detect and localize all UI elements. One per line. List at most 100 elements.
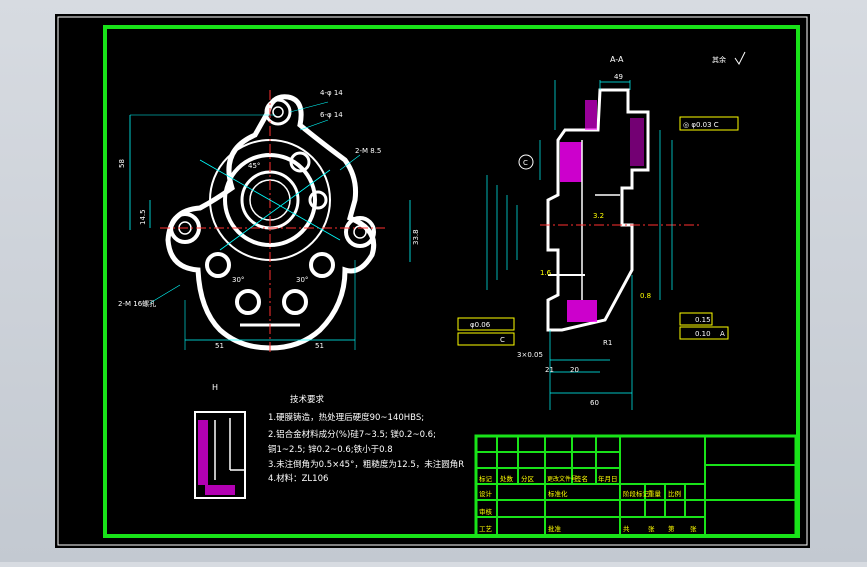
title-block-frame bbox=[474, 434, 798, 538]
tb-r1-c3: 分区 bbox=[521, 474, 535, 483]
runout-frame bbox=[679, 116, 739, 131]
top-view: 4-φ 14 6-φ 14 2-M 8.5 2-M 16螺孔 51 51 58 … bbox=[118, 89, 420, 355]
tech-title: 技术要求 bbox=[290, 394, 325, 405]
hole-lower-right bbox=[309, 252, 335, 278]
hole-mid-right bbox=[308, 190, 328, 210]
tb-r2-c1: 设计 bbox=[479, 489, 493, 498]
tb-r1-c6: 年月日 bbox=[598, 474, 618, 483]
leader-3 bbox=[339, 154, 361, 171]
label-thread: 2-M 16螺孔 bbox=[118, 299, 156, 308]
hole-lower-left bbox=[205, 252, 231, 278]
tb-r4-sheet-no-unit: 张 bbox=[690, 524, 697, 533]
callouts: ◎ φ0.03 C 0.15 0.10 A φ0.06 C 其余 bbox=[457, 51, 746, 346]
label-51b: 51 bbox=[315, 342, 324, 350]
sheet-border bbox=[57, 16, 808, 546]
label-16: 1.6 bbox=[540, 269, 552, 277]
hole-upper-right bbox=[289, 151, 311, 173]
roughness-symbol-icon bbox=[734, 51, 746, 65]
drawing-background bbox=[55, 14, 810, 548]
tb-r2-stage: 阶段标记 bbox=[623, 489, 650, 498]
boss-ring bbox=[223, 153, 317, 247]
title-block-grid bbox=[476, 436, 796, 536]
tech-line-3: 铜1~2.5; 锌0.2~0.6;铁小于0.8 bbox=[268, 444, 393, 455]
tb-r3-c1: 审核 bbox=[479, 507, 493, 516]
leader-4 bbox=[149, 284, 181, 304]
label-width-left: 58 bbox=[118, 159, 126, 168]
label-height-right: 33.8 bbox=[412, 229, 420, 245]
tb-r2-weight: 重量 bbox=[648, 490, 662, 498]
runout-text: ◎ φ0.03 C bbox=[683, 121, 719, 129]
tb-r1-c1: 标记 bbox=[479, 474, 493, 483]
drawing-frame bbox=[103, 25, 800, 538]
tb-r2-scale: 比例 bbox=[668, 489, 681, 498]
label-2m: 2-M 8.5 bbox=[355, 147, 381, 155]
position-text-b: C bbox=[500, 336, 505, 344]
section-title: A-A bbox=[610, 55, 624, 64]
label-r1: R1 bbox=[603, 339, 612, 347]
rough-mark: 其余 bbox=[712, 55, 726, 64]
section-outline bbox=[546, 88, 650, 332]
label-6x14: 6-φ 14 bbox=[320, 111, 343, 119]
leader-2 bbox=[299, 119, 329, 131]
tb-r4-sheet-no: 第 bbox=[668, 524, 675, 533]
label-32: 3.2 bbox=[593, 212, 604, 220]
label-51a: 51 bbox=[215, 342, 224, 350]
hole-right bbox=[344, 216, 376, 248]
tech-requirements: 技术要求 1.硬膜铸造，热处理后硬度90~140HBS; 2.铝合金材料成分(%… bbox=[268, 394, 464, 484]
hole-top-inner bbox=[272, 106, 284, 118]
diag-dim-b bbox=[219, 169, 331, 251]
datum-c-label: C bbox=[523, 159, 528, 167]
flat-text-b: 0.10 bbox=[695, 330, 711, 338]
label-45: 45° bbox=[248, 162, 260, 170]
small-view: H bbox=[194, 383, 246, 499]
tb-r2-c2: 标准化 bbox=[548, 489, 568, 498]
label-21: 21 bbox=[545, 366, 554, 374]
tb-r1-c5: 签名 bbox=[575, 474, 588, 483]
position-frame-b bbox=[457, 332, 515, 346]
label-49: 49 bbox=[614, 73, 623, 81]
hatch-3 bbox=[567, 300, 597, 322]
flat-frame-a bbox=[679, 312, 713, 326]
label-20: 20 bbox=[570, 366, 579, 374]
hole-bottom-right bbox=[282, 289, 308, 315]
label-30b: 30° bbox=[296, 276, 308, 284]
position-text-a: φ0.06 bbox=[470, 321, 491, 329]
flat-text-a: 0.15 bbox=[695, 316, 711, 324]
tech-line-5: 4.材料：ZL106 bbox=[268, 473, 328, 484]
small-hatch-1 bbox=[198, 420, 208, 485]
tech-line-2: 2.铝合金材料成分(%)硅7~3.5; 镁0.2~0.6; bbox=[268, 429, 436, 440]
hole-bottom-left bbox=[235, 289, 261, 315]
hatch-1 bbox=[560, 142, 582, 182]
small-hatch-2 bbox=[205, 485, 235, 495]
tech-line-4: 3.未注倒角为0.5×45°，粗糙度为12.5，未注圆角R bbox=[268, 459, 464, 470]
part-outline bbox=[165, 94, 377, 351]
section-view: A-A 21 bbox=[486, 55, 700, 410]
title-block: 标记 处数 分区 更改文件号 签名 年月日 设计 标准化 阶段标记 重量 比例 … bbox=[474, 434, 798, 538]
hatch-2 bbox=[585, 100, 597, 130]
hole-right-inner bbox=[353, 225, 367, 239]
small-view-outline bbox=[194, 411, 246, 499]
section-dims bbox=[486, 80, 673, 410]
label-3x: 3×0.05 bbox=[517, 351, 543, 359]
tech-line-1: 1.硬膜铸造，热处理后硬度90~140HBS; bbox=[268, 412, 424, 423]
small-view-label: H bbox=[212, 383, 218, 392]
datum-a-label: A bbox=[720, 330, 725, 338]
tb-r4-c1: 工艺 bbox=[479, 525, 493, 533]
label-4xm4: 4-φ 14 bbox=[320, 89, 343, 97]
tb-r1-c4: 更改文件号 bbox=[547, 475, 577, 483]
label-30a: 30° bbox=[232, 276, 244, 284]
tb-r1-c2: 处数 bbox=[500, 474, 514, 483]
datum-c-circle bbox=[518, 154, 534, 170]
position-frame-a bbox=[457, 317, 515, 331]
leader-1 bbox=[289, 101, 329, 113]
label-08: 0.8 bbox=[640, 292, 651, 300]
tb-r4-c2: 批准 bbox=[548, 524, 562, 533]
diag-dim-a bbox=[199, 159, 341, 241]
label-60: 60 bbox=[590, 399, 599, 407]
tb-r4-sheet-total: 共 bbox=[623, 524, 630, 533]
hatch-4 bbox=[630, 118, 644, 166]
label-height-mid: 14.5 bbox=[139, 209, 147, 225]
flat-frame-b bbox=[679, 326, 729, 340]
